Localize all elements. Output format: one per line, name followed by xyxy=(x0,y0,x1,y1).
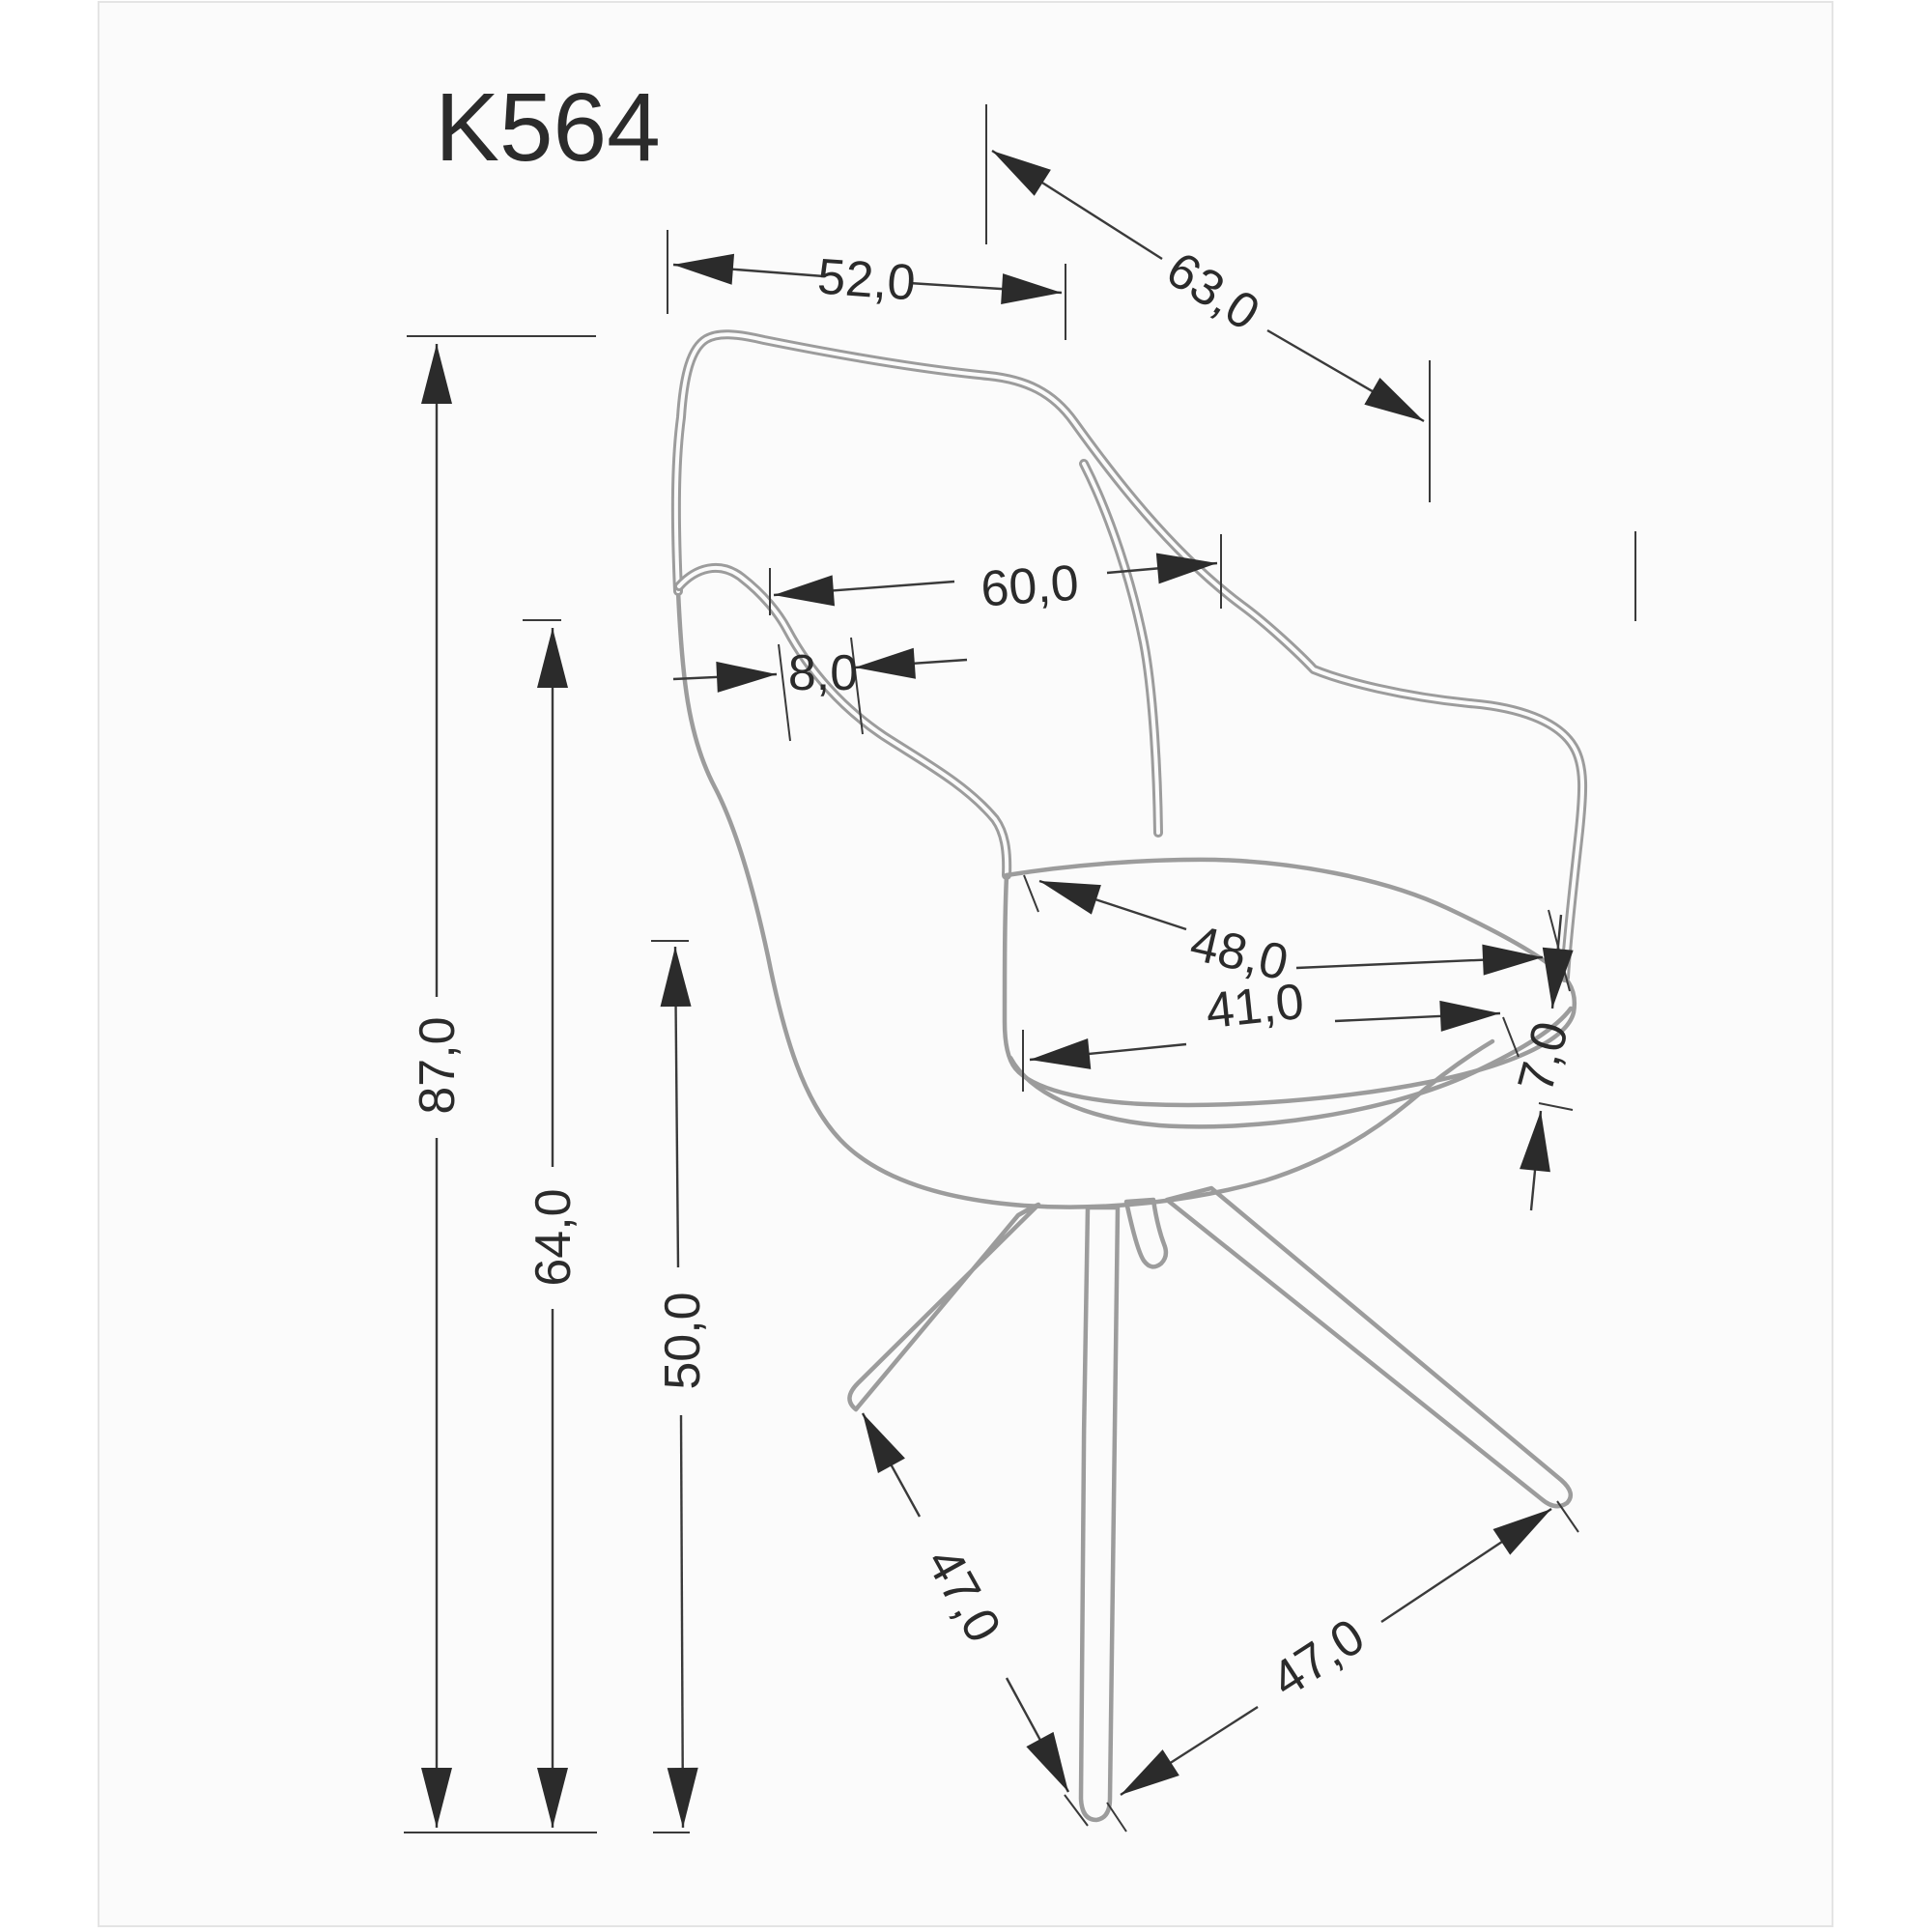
dim-backrest-height-label: 64,0 xyxy=(526,1188,582,1286)
dimension-total-height: 87,0 xyxy=(410,344,466,1828)
dim-back-top-width-label: 52,0 xyxy=(815,249,917,312)
dim-back-width-label: 60,0 xyxy=(980,555,1081,618)
dimension-armrest-width: 8,0 xyxy=(672,645,968,701)
dim-total-height-label: 87,0 xyxy=(410,1016,466,1114)
chair-drawing xyxy=(675,334,1582,1823)
dim-seat-height-label: 50,0 xyxy=(655,1292,711,1389)
dimension-backrest-height: 64,0 xyxy=(526,628,582,1828)
leg-front-right xyxy=(1164,1185,1574,1509)
leg-rear-right xyxy=(1123,1197,1169,1269)
product-code: K564 xyxy=(435,73,661,182)
dim-seat-width-label: 41,0 xyxy=(1204,974,1307,1039)
dimension-back-top-width: 52,0 xyxy=(672,249,1063,312)
dimension-seat-width: 41,0 xyxy=(1029,974,1501,1069)
dim-armrest-width-label: 8,0 xyxy=(788,645,858,701)
leg-front-left xyxy=(1078,1205,1121,1823)
dimension-back-width: 60,0 xyxy=(773,553,1218,618)
seat-shell-outline xyxy=(675,588,1495,1209)
extension-lines xyxy=(404,104,1636,1833)
dimension-seat-height: 50,0 xyxy=(655,946,711,1829)
